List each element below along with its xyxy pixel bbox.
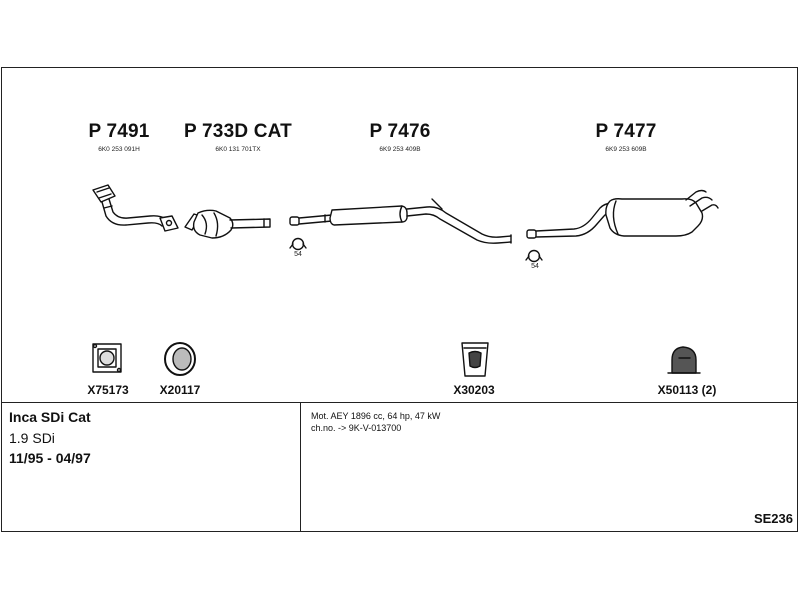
front-pipe-drawing — [92, 184, 179, 232]
system-code: SE236 — [753, 511, 793, 526]
part-number-catalyst: P 733D CAT — [184, 121, 292, 142]
part-number-rear-silencer: P 7477 — [595, 121, 657, 142]
accessory-label-hanger: X50113 (2) — [657, 383, 717, 397]
accessory-label-rubber-mount: X30203 — [453, 383, 495, 397]
engine-notes: Mot. AEY 1896 cc, 64 hp, 47 kW ch.no. ->… — [311, 410, 440, 434]
hanger-drawing — [667, 346, 701, 374]
gasket-drawing — [92, 343, 122, 373]
part-number-front-pipe: P 7491 — [88, 121, 150, 142]
middle-silencer-drawing — [289, 198, 512, 251]
catalyst-drawing — [184, 209, 271, 239]
engine-notes-line1: Mot. AEY 1896 cc, 64 hp, 47 kW — [311, 411, 441, 421]
oem-number-front-pipe: 6K0 253 091H — [98, 146, 140, 153]
clamp-qty-middle: 54 — [294, 251, 302, 258]
vertical-divider — [300, 402, 301, 531]
engine-notes-line2: ch.no. -> 9K-V-013700 — [311, 423, 402, 433]
exhaust-parts-drawing — [92, 184, 719, 377]
oem-number-catalyst: 6K0 131 701TX — [215, 146, 261, 153]
vehicle-engine: 1.9 SDi — [9, 430, 55, 446]
accessory-label-gasket: X75173 — [87, 383, 129, 397]
exhaust-diagram-sheet: P 7491 6K0 253 091H P 733D CAT 6K0 131 7… — [1, 67, 798, 532]
clamp-qty-rear: 54 — [531, 263, 539, 270]
vehicle-years: 11/95 - 04/97 — [9, 450, 91, 466]
oem-number-rear-silencer: 6K9 253 609B — [605, 146, 647, 153]
vehicle-model: Inca SDi Cat — [9, 409, 91, 425]
accessory-label-ring: X20117 — [159, 383, 201, 397]
rear-silencer-drawing — [525, 189, 719, 263]
rubber-mount-drawing — [461, 342, 489, 377]
part-number-middle-silencer: P 7476 — [369, 121, 431, 142]
ring-gasket-drawing — [164, 342, 196, 376]
horizontal-divider — [2, 402, 797, 403]
oem-number-middle-silencer: 6K9 253 409B — [379, 146, 421, 153]
